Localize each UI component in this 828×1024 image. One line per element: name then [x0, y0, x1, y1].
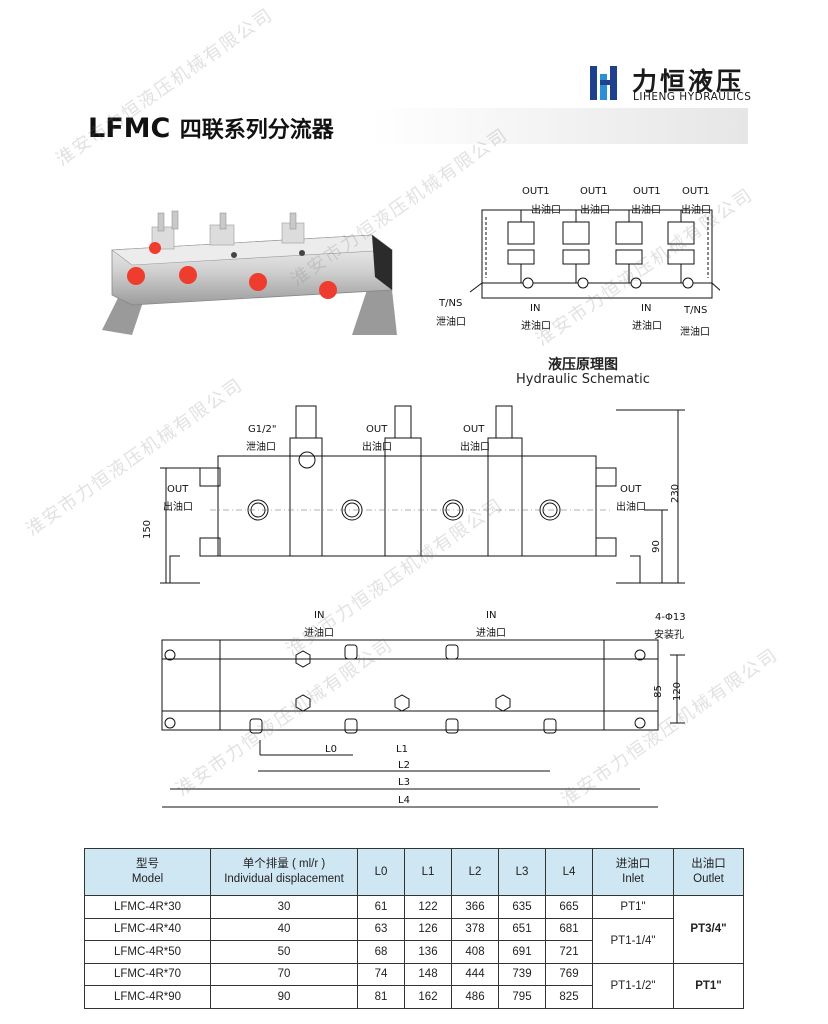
- front-dim-150: 150: [142, 519, 154, 540]
- front-out-label-right: OUT: [620, 484, 642, 495]
- top-dim-85: 85: [652, 685, 664, 698]
- top-in-cn-right: 进油口: [476, 628, 506, 639]
- schematic-tns-cn-left: 泄油口: [436, 317, 466, 328]
- schematic-caption-en: Hydraulic Schematic: [516, 372, 650, 387]
- inlet-cell-3: PT1-1/2": [592, 962, 674, 1009]
- title-name-cn: 四联系列分流器: [179, 118, 334, 143]
- th-l4: L4: [545, 848, 593, 896]
- top-dim-l1: L1: [396, 744, 408, 755]
- schematic-cell-part: [562, 249, 590, 265]
- schematic-in-right: IN: [641, 303, 652, 314]
- schematic-out1-label-2: OUT1: [580, 186, 608, 197]
- th-l0: L0: [357, 848, 405, 896]
- schematic-cell-part: [522, 277, 534, 289]
- front-out-label-1: OUT: [366, 424, 388, 435]
- top-mount-cn: 安装孔: [654, 630, 684, 641]
- schematic-tns-cn-right: 泄油口: [680, 327, 710, 338]
- watermark: 淮安市力恒液压机械有限公司: [52, 4, 278, 171]
- brand-name-cn: 力恒液压: [632, 67, 745, 96]
- top-view-drawing: [161, 639, 685, 808]
- schematic-cell-part: [615, 221, 643, 245]
- top-dim-l0: L0: [325, 744, 337, 755]
- title-model: LFMC: [88, 113, 171, 144]
- brand-logo-icon: [590, 66, 617, 100]
- brand-name-en: LIHENG HYDRAULICS: [633, 91, 752, 103]
- schematic-in-cn-right: 进油口: [632, 321, 662, 332]
- schematic-tns-left: T/NS: [439, 298, 463, 309]
- front-dim-230: 230: [670, 483, 682, 504]
- front-out-cn-left: 出油口: [163, 502, 193, 513]
- top-mount-label: 4-Φ13: [655, 612, 686, 623]
- th-l2: L2: [451, 848, 499, 896]
- front-out-cn-right: 出油口: [616, 502, 646, 513]
- schematic-in-cn-left: 进油口: [521, 321, 551, 332]
- schematic-out1-label-3: OUT1: [633, 186, 661, 197]
- schematic-cell-part: [682, 277, 694, 289]
- schematic-cell-part: [507, 221, 535, 245]
- outlet-cell-2: PT1": [673, 962, 744, 1009]
- th-l1: L1: [404, 848, 452, 896]
- schematic-cell-part: [630, 277, 642, 289]
- title-bar: [60, 108, 748, 144]
- schematic-out1-cn-3: 出油口: [631, 205, 661, 216]
- inlet-cell-1: PT1": [592, 895, 674, 919]
- top-in-label-right: IN: [486, 610, 497, 621]
- top-dim-l2: L2: [398, 760, 410, 771]
- front-out-label-2: OUT: [463, 424, 485, 435]
- schematic-tns-right: T/NS: [684, 305, 708, 316]
- front-out-label-left: OUT: [167, 484, 189, 495]
- hydraulic-schematic: [469, 209, 720, 299]
- front-g-port-label: G1/2": [248, 424, 277, 435]
- front-out-cn-2: 出油口: [460, 442, 490, 453]
- top-in-label-left: IN: [314, 610, 325, 621]
- schematic-out1-label-4: OUT1: [682, 186, 710, 197]
- front-g-port-cn: 泄油口: [246, 442, 276, 453]
- schematic-caption-cn: 液压原理图: [548, 357, 618, 373]
- schematic-out1-label-1: OUT1: [522, 186, 550, 197]
- th-l3: L3: [498, 848, 546, 896]
- schematic-cell-part: [562, 221, 590, 245]
- schematic-out1-cn-1: 出油口: [531, 205, 561, 216]
- schematic-cell-part: [507, 249, 535, 265]
- top-in-cn-left: 进油口: [304, 628, 334, 639]
- top-dim-120: 120: [672, 681, 684, 702]
- th-displacement: 单个排量 ( ml/r )Individual displacement: [210, 848, 358, 896]
- front-dim-90: 90: [650, 540, 662, 553]
- outlet-cell-1: PT3/4": [673, 895, 744, 964]
- top-dim-l3: L3: [398, 777, 410, 788]
- inlet-cell-2: PT1-1/4": [592, 917, 674, 964]
- schematic-out1-cn-4: 出油口: [681, 205, 711, 216]
- schematic-in-left: IN: [530, 303, 541, 314]
- front-view-drawing: [160, 405, 685, 584]
- schematic-out1-cn-2: 出油口: [580, 205, 610, 216]
- top-dim-l4: L4: [398, 795, 410, 806]
- schematic-cell-part: [577, 277, 589, 289]
- product-photo: [102, 210, 397, 335]
- page-title: LFMC 四联系列分流器: [88, 112, 334, 144]
- front-out-cn-1: 出油口: [362, 442, 392, 453]
